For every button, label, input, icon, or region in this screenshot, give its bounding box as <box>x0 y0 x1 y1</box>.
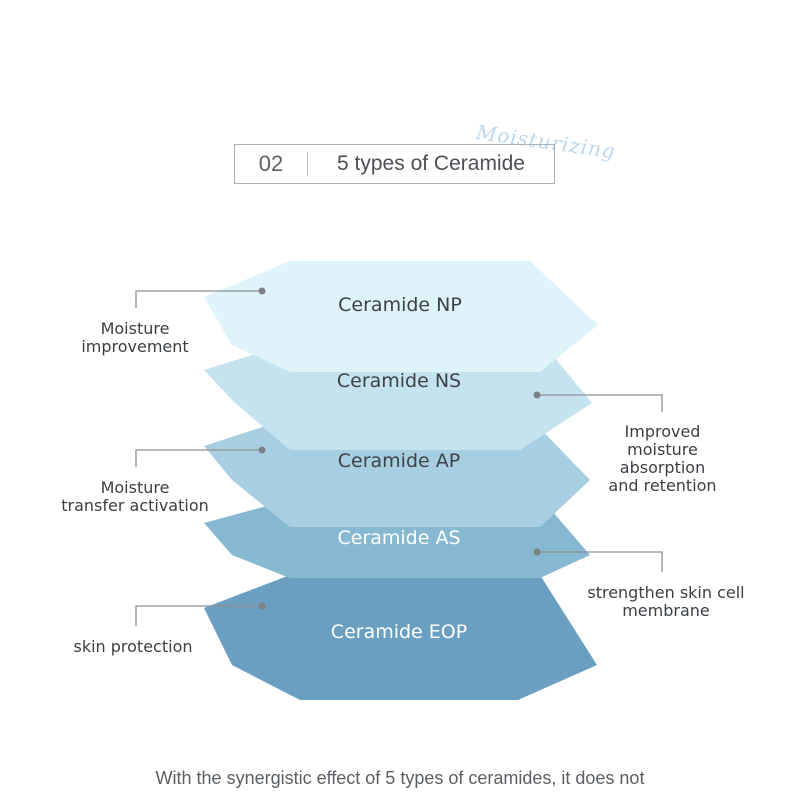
section-header: 02 5 types of Ceramide <box>234 144 555 184</box>
layer-eop-label: Ceramide EOP <box>331 621 467 643</box>
note-np: Moisture improvement <box>70 320 200 356</box>
section-title: 5 types of Ceramide <box>337 152 525 175</box>
note-ns-line-2: moisture <box>627 440 698 459</box>
header-divider <box>307 152 308 176</box>
note-np-line-2: improvement <box>81 337 189 356</box>
note-eop: skin protection <box>58 638 208 656</box>
layer-eop-shape <box>204 575 597 700</box>
layer-np-shape <box>204 261 598 372</box>
section-number: 02 <box>258 151 284 176</box>
layer-np-label: Ceramide NP <box>338 294 462 316</box>
note-eop-line-1: skin protection <box>73 637 193 656</box>
note-as: strengthen skin cell membrane <box>580 584 752 620</box>
layer-ap-label: Ceramide AP <box>338 450 460 472</box>
callout-dot-np <box>258 287 266 295</box>
layer-ns-label: Ceramide NS <box>337 370 461 392</box>
layer-as-label: Ceramide AS <box>337 527 460 549</box>
note-ns-line-1: Improved <box>624 422 701 441</box>
note-as-line-1: strengthen skin cell <box>587 583 745 602</box>
callout-line-as <box>537 551 663 572</box>
callout-line-ap <box>135 449 262 467</box>
note-ns-line-3: absorption <box>619 458 706 477</box>
callout-dot-as <box>533 548 541 556</box>
callout-line-eop <box>135 605 262 626</box>
callout-dot-ns <box>533 391 541 399</box>
note-ap-line-2: transfer activation <box>61 496 209 515</box>
note-ns-line-4: and retention <box>608 476 717 495</box>
footer-text: With the synergistic effect of 5 types o… <box>155 768 645 788</box>
note-ns: Improved moisture absorption and retenti… <box>595 423 730 495</box>
note-np-line-1: Moisture <box>100 319 170 338</box>
callout-line-ns <box>537 394 663 412</box>
callout-line-np <box>135 290 262 308</box>
note-as-line-2: membrane <box>622 601 710 620</box>
callout-dot-eop <box>258 602 266 610</box>
note-ap-line-1: Moisture <box>100 478 170 497</box>
note-ap: Moisture transfer activation <box>50 479 220 515</box>
callout-dot-ap <box>258 446 266 454</box>
